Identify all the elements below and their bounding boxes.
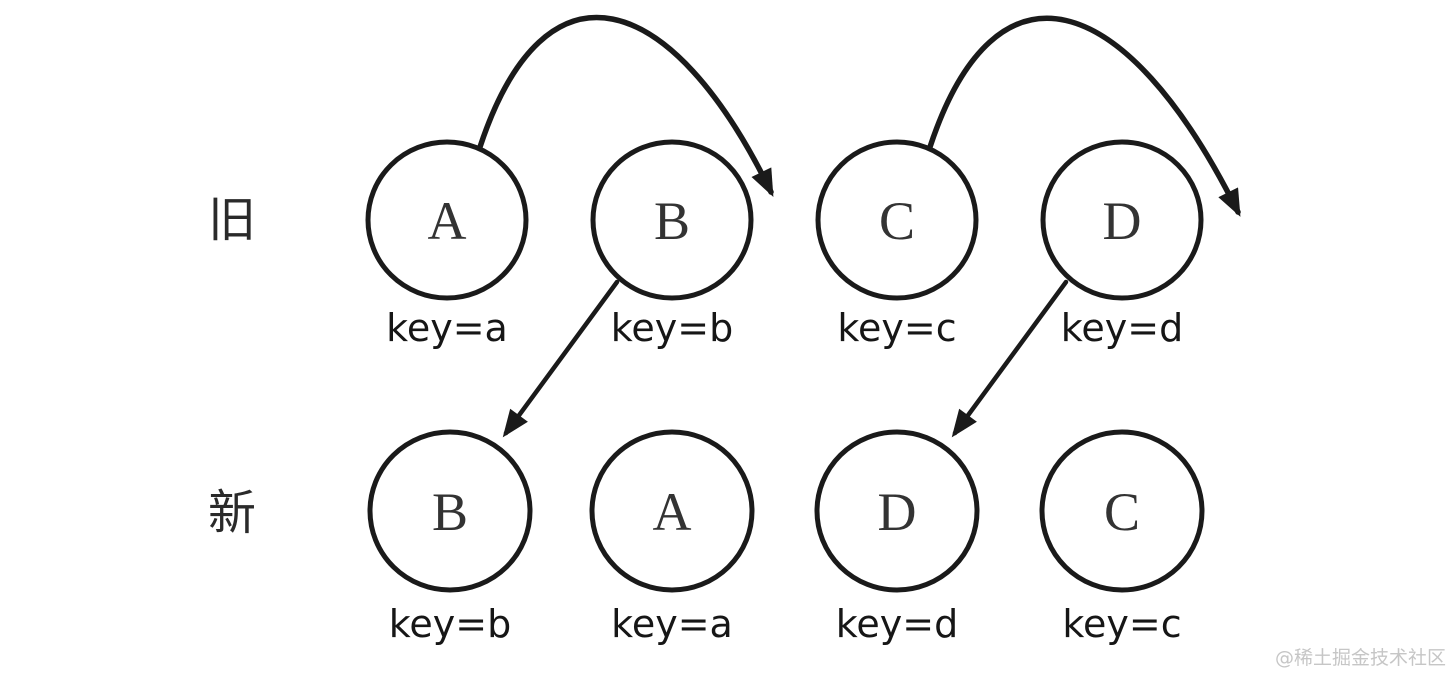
node-letter: B xyxy=(654,191,690,251)
node-circle xyxy=(814,429,980,593)
node-circle xyxy=(1039,429,1205,593)
node-key-label: key=a xyxy=(611,602,733,646)
node-key-label: key=b xyxy=(611,306,733,350)
curved-arrow-c-over-d xyxy=(927,15,1241,217)
node-letter: A xyxy=(653,482,692,542)
node-key-label: key=d xyxy=(1061,306,1183,350)
diagonal-arrow-old-d-to-new-d xyxy=(951,279,1069,438)
old-node-4: D key=d xyxy=(1040,139,1204,350)
old-row-label: 旧 xyxy=(208,192,256,248)
watermark: @稀土掘金技术社区 xyxy=(1275,647,1446,669)
node-letter: D xyxy=(1103,191,1142,251)
node-key-label: key=c xyxy=(837,306,956,350)
node-letter: B xyxy=(432,482,468,542)
new-row-label: 新 xyxy=(208,485,256,541)
old-node-3: C key=c xyxy=(815,139,979,350)
node-letter: C xyxy=(879,191,915,251)
new-node-3: D key=d xyxy=(814,429,980,646)
old-node-2: B key=b xyxy=(590,139,754,350)
new-node-2: A key=a xyxy=(589,429,755,646)
node-circle xyxy=(1040,139,1204,301)
diagonal-arrow-old-b-to-new-b xyxy=(502,279,620,438)
curved-arrow-a-over-b xyxy=(477,14,774,197)
node-circle xyxy=(367,429,533,593)
node-key-label: key=d xyxy=(836,602,958,646)
node-circle xyxy=(815,139,979,301)
new-node-1: B key=b xyxy=(367,429,533,646)
node-letter: A xyxy=(428,191,467,251)
node-letter: D xyxy=(878,482,917,542)
old-node-1: A key=a xyxy=(365,139,529,350)
node-circle xyxy=(365,139,529,301)
node-circle xyxy=(589,429,755,593)
node-key-label: key=b xyxy=(389,602,511,646)
node-letter: C xyxy=(1104,482,1140,542)
new-node-4: C key=c xyxy=(1039,429,1205,646)
node-circle xyxy=(590,139,754,301)
node-key-label: key=c xyxy=(1062,602,1181,646)
node-key-label: key=a xyxy=(386,306,508,350)
